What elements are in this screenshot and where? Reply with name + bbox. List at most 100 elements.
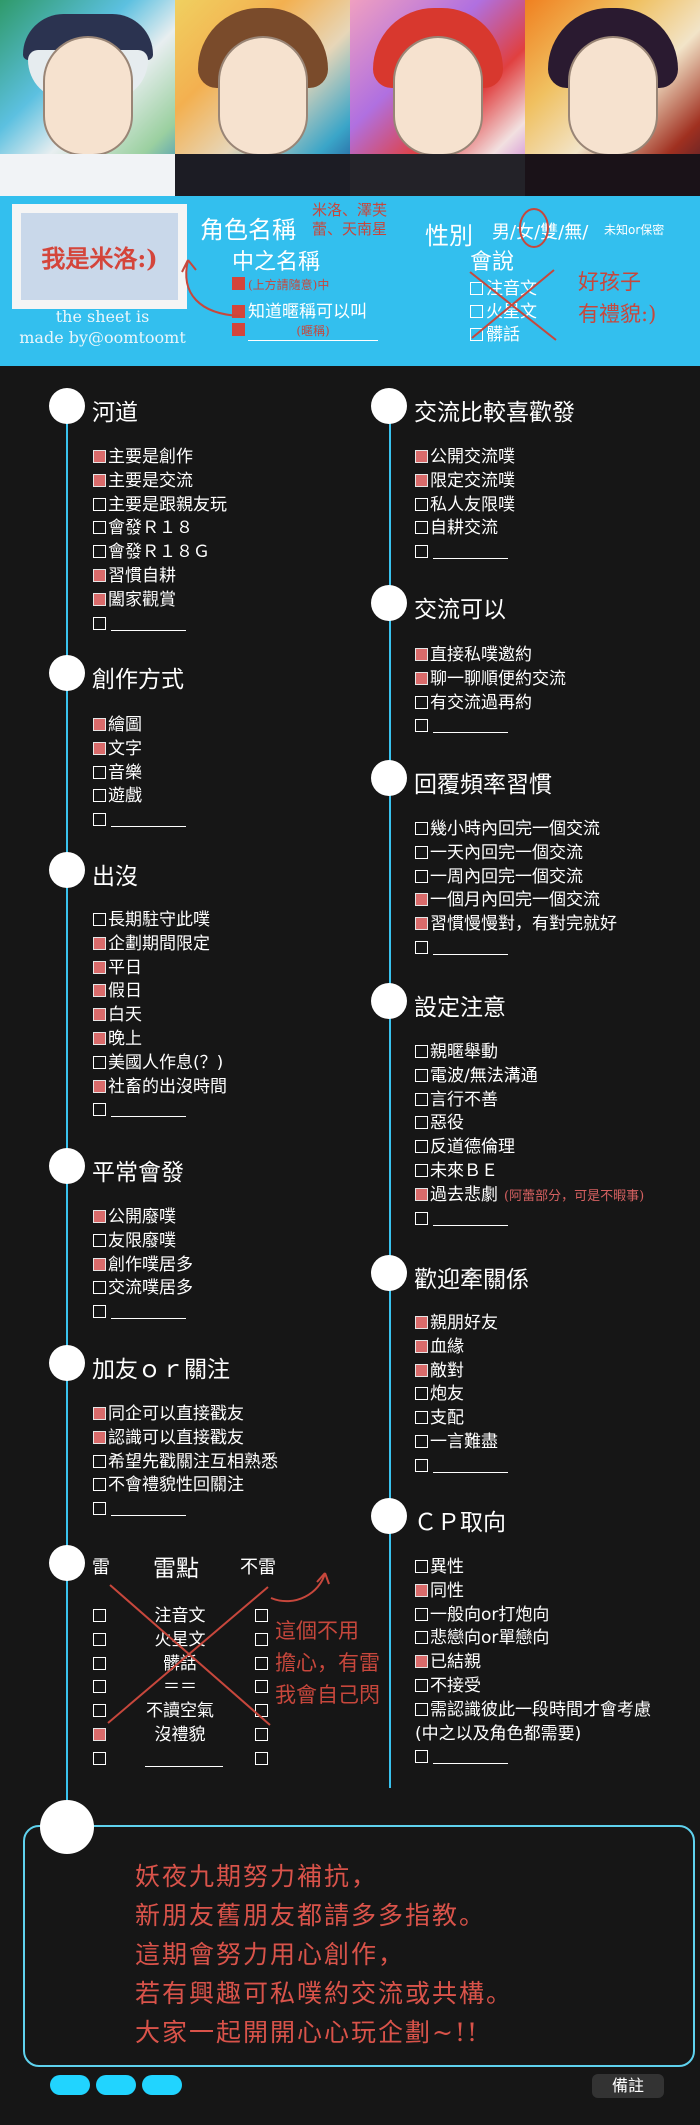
checkbox-checked[interactable] xyxy=(93,1008,106,1022)
checkbox[interactable] xyxy=(415,1435,428,1448)
blank-line[interactable] xyxy=(433,1750,508,1765)
checkbox[interactable] xyxy=(93,1704,106,1718)
checkbox-checked[interactable] xyxy=(232,323,245,336)
blank-line[interactable] xyxy=(433,941,508,955)
checkbox[interactable] xyxy=(93,1478,106,1492)
checkbox[interactable] xyxy=(93,1305,106,1319)
checkbox[interactable] xyxy=(470,328,483,341)
checkbox[interactable] xyxy=(415,521,428,535)
blank-line[interactable] xyxy=(433,545,508,560)
checkbox[interactable] xyxy=(415,1092,428,1106)
checkbox[interactable] xyxy=(415,497,428,511)
checkbox[interactable] xyxy=(93,765,106,779)
checkbox[interactable] xyxy=(255,1609,268,1622)
checkbox[interactable] xyxy=(415,845,428,859)
checkbox[interactable] xyxy=(415,941,428,954)
checkbox[interactable] xyxy=(255,1680,268,1694)
checkbox[interactable] xyxy=(93,1656,106,1670)
checkbox-checked[interactable] xyxy=(93,1079,106,1093)
blank-line[interactable] xyxy=(111,1502,186,1517)
checkbox[interactable] xyxy=(93,1680,106,1694)
checkbox-checked[interactable] xyxy=(93,960,106,974)
checkbox-checked[interactable] xyxy=(93,1728,106,1741)
checkbox-checked[interactable] xyxy=(93,741,106,755)
checkbox[interactable] xyxy=(415,1702,428,1716)
checkbox-checked[interactable] xyxy=(415,450,428,463)
blank-line[interactable] xyxy=(433,1459,508,1473)
checkbox[interactable] xyxy=(415,1411,428,1425)
checkbox-checked[interactable] xyxy=(415,473,428,487)
checkbox[interactable] xyxy=(415,695,428,709)
checkbox[interactable] xyxy=(93,616,106,630)
checkbox-checked[interactable] xyxy=(415,1187,428,1201)
checkbox-checked[interactable] xyxy=(415,1655,428,1669)
checkbox[interactable] xyxy=(93,789,106,803)
checkbox[interactable] xyxy=(93,1103,106,1117)
checkbox[interactable] xyxy=(470,305,483,318)
blank-line[interactable] xyxy=(433,1212,508,1226)
checkbox-checked[interactable] xyxy=(93,473,106,487)
blank-line[interactable] xyxy=(111,813,186,828)
checkbox[interactable] xyxy=(93,1233,106,1247)
blank-line[interactable] xyxy=(145,1749,223,1767)
checkbox[interactable] xyxy=(93,1055,106,1069)
checkbox[interactable] xyxy=(415,719,428,733)
checkbox-checked[interactable] xyxy=(93,1032,106,1045)
checkbox-checked[interactable] xyxy=(415,648,428,661)
checkbox[interactable] xyxy=(93,1502,106,1516)
checkbox[interactable] xyxy=(415,1607,428,1621)
blank-line[interactable] xyxy=(111,617,186,631)
checkbox[interactable] xyxy=(415,1164,428,1177)
checkbox-checked[interactable] xyxy=(415,917,428,931)
checkbox[interactable] xyxy=(470,282,483,295)
checkbox[interactable] xyxy=(255,1728,268,1741)
checkbox-checked[interactable] xyxy=(415,893,428,907)
checkbox[interactable] xyxy=(255,1656,268,1670)
checkbox[interactable] xyxy=(415,1068,428,1082)
blank-line[interactable] xyxy=(433,719,508,734)
checkbox-checked[interactable] xyxy=(93,1407,106,1420)
checkbox[interactable] xyxy=(415,822,428,835)
checkbox[interactable] xyxy=(415,1387,428,1401)
checkbox[interactable] xyxy=(415,869,428,883)
blank-line[interactable] xyxy=(111,1305,186,1320)
checkbox-checked[interactable] xyxy=(93,1210,106,1223)
checkbox[interactable] xyxy=(415,1045,428,1058)
checkbox[interactable] xyxy=(93,913,106,926)
checkbox[interactable] xyxy=(415,1140,428,1154)
checkbox[interactable] xyxy=(255,1751,268,1765)
checkbox-checked[interactable] xyxy=(415,1339,428,1353)
checkbox[interactable] xyxy=(415,1679,428,1692)
checkbox-checked[interactable] xyxy=(93,1257,106,1271)
blank-line[interactable] xyxy=(111,1103,186,1118)
checkbox-checked[interactable] xyxy=(93,569,106,582)
checkbox[interactable] xyxy=(93,545,106,559)
checkbox[interactable] xyxy=(415,1750,428,1764)
checkbox-checked[interactable] xyxy=(415,671,428,685)
checkbox[interactable] xyxy=(93,1281,106,1295)
checkbox-checked[interactable] xyxy=(93,592,106,606)
checkbox[interactable] xyxy=(415,1116,428,1130)
checkbox-checked[interactable] xyxy=(415,1316,428,1329)
checkbox-checked[interactable] xyxy=(415,1363,428,1377)
checkbox[interactable] xyxy=(415,1631,428,1645)
checkbox[interactable] xyxy=(415,1211,428,1225)
checkbox-checked[interactable] xyxy=(93,450,106,463)
checkbox[interactable] xyxy=(93,1632,106,1646)
checkbox[interactable] xyxy=(93,1751,106,1765)
checkbox-checked[interactable] xyxy=(93,718,106,731)
checkbox-checked[interactable] xyxy=(232,277,245,290)
checkbox[interactable] xyxy=(93,497,106,511)
checkbox[interactable] xyxy=(415,1458,428,1472)
checkbox[interactable] xyxy=(93,1454,106,1468)
checkbox-checked[interactable] xyxy=(93,936,106,950)
checkbox-checked[interactable] xyxy=(93,1430,106,1444)
checkbox[interactable] xyxy=(93,521,106,535)
checkbox-checked[interactable] xyxy=(415,1583,428,1597)
checkbox[interactable] xyxy=(415,545,428,559)
checkbox[interactable] xyxy=(255,1632,268,1646)
checkbox[interactable] xyxy=(415,1560,428,1573)
checkbox[interactable] xyxy=(93,1609,106,1622)
checkbox-checked[interactable] xyxy=(93,984,106,998)
checkbox[interactable] xyxy=(93,813,106,827)
